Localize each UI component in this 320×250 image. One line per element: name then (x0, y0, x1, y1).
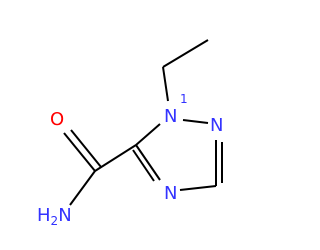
bond-ethyl-ch3-ch2 (162, 39, 209, 68)
bond-carbonyl-c-nh2 (69, 170, 96, 206)
atom-n2-label: N (210, 115, 223, 136)
bond-n1-n2 (182, 119, 209, 124)
molecule-structure: N 1 N N O H2N (37, 39, 223, 228)
atom-n1-locant: 1 (180, 92, 188, 106)
bond-c3-n4 (179, 185, 217, 191)
bond-c5-carbonyl-c (94, 144, 137, 172)
atom-n1-label: N (164, 106, 177, 127)
atom-nh2-label: H2N (37, 205, 72, 228)
bond-n4-c5 (135, 144, 161, 181)
atom-o-label: O (50, 109, 64, 130)
bond-ethyl-ch2-n1 (162, 66, 169, 102)
bond-carbonyl-double-2 (70, 129, 102, 168)
bond-c5-n1 (135, 123, 161, 146)
bond-n4-c5-double (132, 149, 155, 182)
atom-n4-label: N (164, 183, 177, 204)
bond-carbonyl-double (63, 132, 96, 172)
